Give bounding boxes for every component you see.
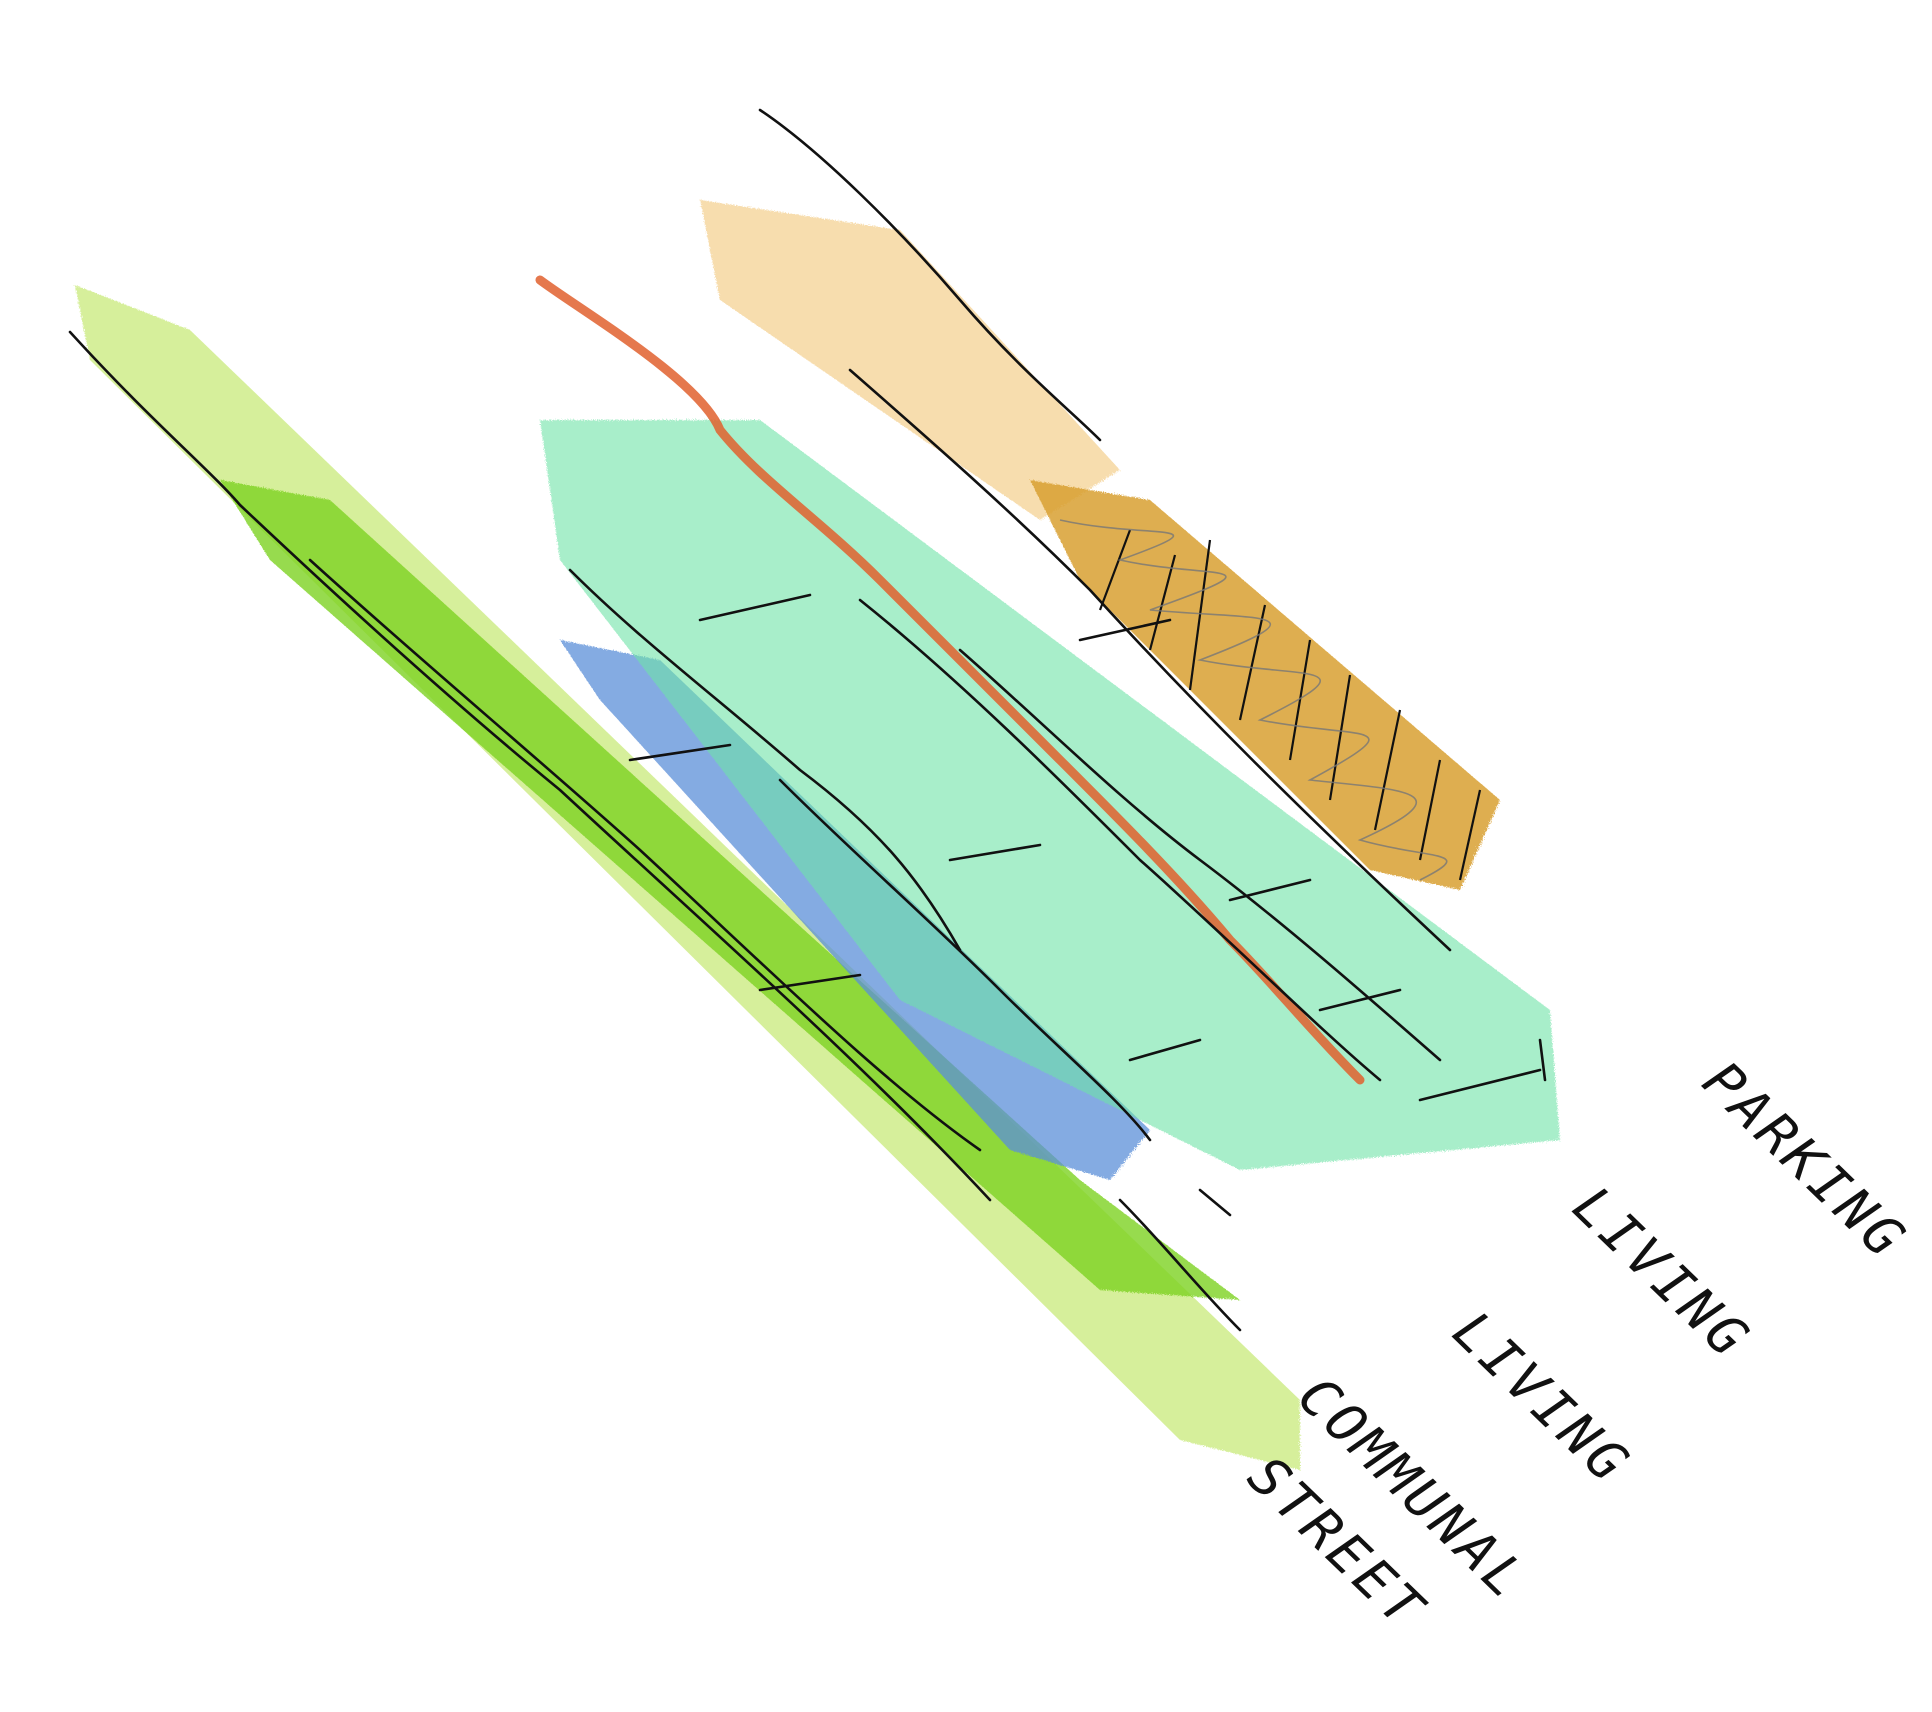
orange-path: [535, 275, 1365, 1085]
orange-path-stroke: [535, 275, 1365, 1085]
label-living-2: LIVING: [1441, 1299, 1642, 1497]
parking-hatching: [1098, 529, 1482, 881]
outline-strokes: [68, 108, 1547, 1332]
zone-living-2-fill: [540, 420, 1560, 1170]
zone-warm-top-fill: [700, 200, 1120, 520]
label-parking: PARKING: [1691, 1049, 1919, 1272]
warm-top-band: [700, 200, 1120, 520]
label-living-2-text: LIVING: [1441, 1299, 1642, 1497]
living-2-band: [540, 420, 1560, 1170]
parking-scribble: [1059, 519, 1448, 881]
label-living-1-text: LIVING: [1561, 1174, 1762, 1372]
label-parking-text: PARKING: [1691, 1049, 1919, 1272]
label-living-1: LIVING: [1561, 1174, 1762, 1372]
